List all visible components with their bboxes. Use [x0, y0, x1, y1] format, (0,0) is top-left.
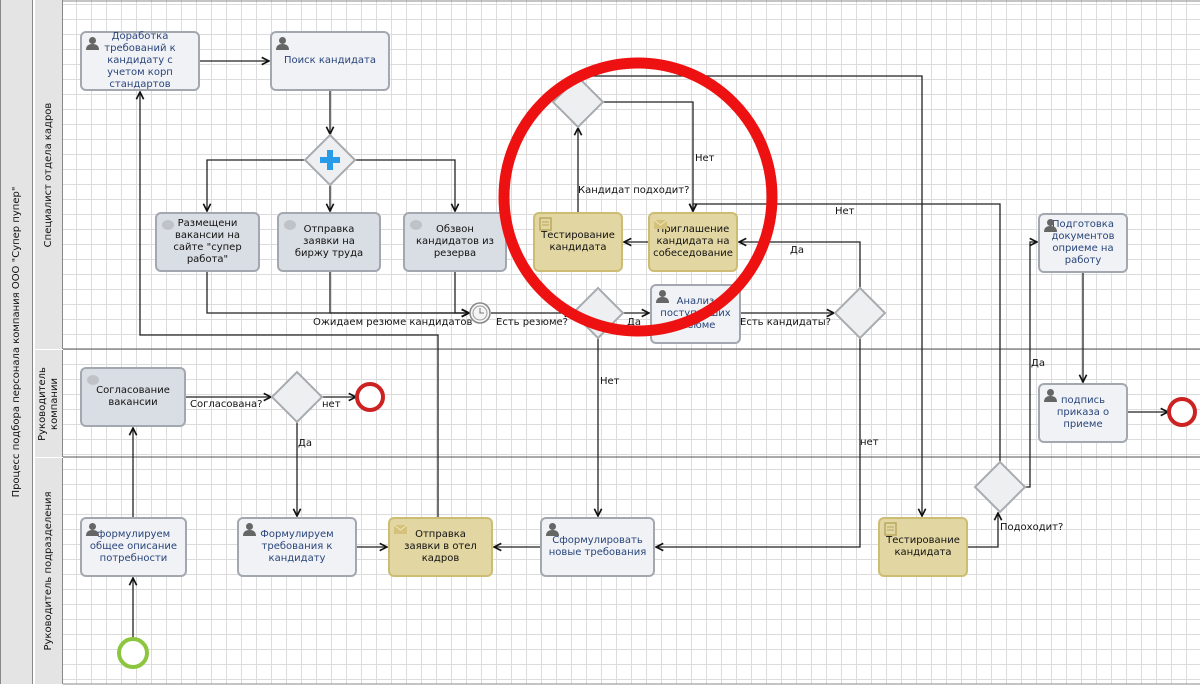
envelope-icon [653, 217, 668, 231]
flow [656, 338, 861, 547]
gateway-candidate-fits [551, 75, 605, 129]
task-describe-need[interactable]: формулируем общее описание потребности [80, 517, 187, 577]
envelope-icon [393, 522, 408, 536]
user-icon [242, 522, 257, 536]
edge-label: Нет [835, 206, 855, 217]
pool-header: Процесс подбора персонала компания ООО "… [0, 0, 33, 684]
manual-icon [85, 372, 100, 386]
edge-label: нет [322, 399, 341, 410]
task-test-candidate-2[interactable]: Тестирование кандидата [878, 517, 968, 577]
user-icon [655, 289, 670, 303]
start-event [117, 637, 149, 669]
edge-label: Кандидат подходит? [578, 185, 690, 196]
edge-label: Да [1031, 358, 1045, 369]
lane-header-ceo: Руководитель компании [35, 350, 63, 457]
task-approve-vacancy[interactable]: Согласование вакансии [80, 367, 186, 427]
task-post-vacancy[interactable]: Размещени вакансии на сайте "супер работ… [155, 212, 260, 272]
flow [329, 272, 469, 313]
manual-icon [282, 217, 297, 231]
script-icon [883, 522, 898, 536]
flow [207, 159, 305, 211]
flow [739, 242, 861, 288]
manual-icon [160, 217, 175, 231]
task-send-to-hr[interactable]: Отправка заявки в отел кадров [388, 517, 493, 577]
user-icon [1043, 218, 1058, 232]
gateway-approved [270, 370, 324, 424]
task-invite-interview[interactable]: Приглашение кандидата на собеседование [648, 212, 738, 272]
task-sign-order[interactable]: подпись приказа о приеме [1038, 383, 1128, 443]
user-icon [85, 522, 100, 536]
edge-label: Согласована? [190, 399, 263, 410]
task-formulate-requirements[interactable]: Формулируем требования к кандидату [237, 517, 357, 577]
task-call-reserve[interactable]: Обзвон кандидатов из резерва [403, 212, 507, 272]
flow [1025, 242, 1037, 488]
flow [206, 272, 469, 313]
plus-icon [320, 150, 340, 170]
gateway-has-resume [571, 286, 625, 340]
edge-label: Нет [600, 376, 620, 387]
task-search-candidate[interactable]: Поиск кандидата [270, 31, 390, 91]
task-refine-requirements[interactable]: Доработка требований к кандидату с учето… [80, 31, 200, 91]
user-icon [1043, 388, 1058, 402]
flow [577, 75, 922, 516]
edge-label: Да [298, 438, 312, 449]
edge-label: Есть кандидаты? [740, 317, 831, 328]
gateway-fits [973, 460, 1027, 514]
task-test-candidate[interactable]: Тестирование кандидата [533, 212, 623, 272]
task-analyze-resumes[interactable]: Анализ поступивших резюме [650, 284, 741, 344]
edge-label: Да [790, 245, 804, 256]
edge-label: Нет [695, 153, 715, 164]
edge-label: Ожидаем резюме кандидатов [313, 317, 473, 328]
user-icon [545, 522, 560, 536]
script-icon [538, 217, 553, 231]
task-prepare-documents[interactable]: Подготовка документов оприеме на работу [1038, 213, 1128, 273]
flow [968, 513, 998, 548]
task-new-requirements[interactable]: Сформулировать новые требования [540, 517, 655, 577]
user-icon [85, 36, 100, 50]
flow [355, 159, 455, 211]
user-icon [275, 36, 290, 50]
manual-icon [408, 217, 423, 231]
edge-label: Есть резюме? [496, 317, 568, 328]
flow [140, 92, 439, 517]
gateway-has-candidates [833, 286, 887, 340]
edge-label: нет [860, 437, 879, 448]
lane-header-hr: Специалист отдела кадров [35, 0, 63, 349]
edge-label: Подоходит? [1000, 522, 1064, 533]
flow [454, 272, 469, 313]
timer-event [469, 302, 491, 324]
task-labor-exchange[interactable]: Отправка заявки на биржу труда [277, 212, 381, 272]
end-event-hired [1167, 397, 1197, 427]
lane-header-dept: Руководитель подразделения [35, 458, 63, 684]
edge-label: Да [627, 317, 641, 328]
end-event-rejected [355, 382, 385, 412]
